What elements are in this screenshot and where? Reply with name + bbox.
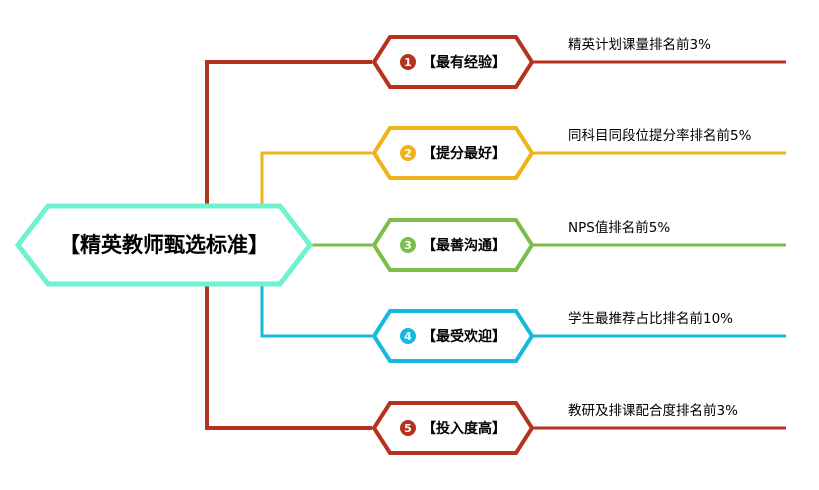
number-badge (400, 420, 416, 436)
branch-5: 5 【投入度高】 教研及排课配合度排名前3% (371, 401, 786, 455)
root-label: 【精英教师甄选标准】 (59, 233, 269, 257)
branch-description: NPS值排名前5% (568, 219, 670, 236)
branch-label: 【最善沟通】 (422, 237, 506, 254)
number-badge-text: 2 (404, 147, 412, 160)
branch-description: 同科目同段位提分率排名前5% (568, 127, 752, 144)
branch-label: 【提分最好】 (422, 145, 506, 162)
number-badge-text: 3 (404, 239, 412, 252)
number-badge-text: 4 (404, 330, 412, 343)
number-badge (400, 328, 416, 344)
branch-4: 4 【最受欢迎】 学生最推荐占比排名前10% (371, 309, 786, 363)
branch-description: 学生最推荐占比排名前10% (568, 310, 733, 327)
branch-label: 【投入度高】 (422, 420, 506, 437)
branch-description: 教研及排课配合度排名前3% (568, 402, 738, 419)
branch-hexagon (371, 218, 535, 272)
branch-hexagon (371, 35, 535, 89)
number-badge-text: 1 (404, 56, 412, 69)
branch-description: 精英计划课量排名前3% (568, 36, 711, 53)
number-badge-text: 5 (404, 422, 412, 435)
branch-label: 【最有经验】 (422, 54, 506, 71)
connector-1 (205, 60, 372, 243)
branch-1: 1 【最有经验】 精英计划课量排名前3% (371, 35, 786, 89)
branch-2: 2 【提分最好】 同科目同段位提分率排名前5% (371, 126, 786, 180)
root-node: 【精英教师甄选标准】 (14, 203, 314, 287)
branch-hexagon (371, 126, 535, 180)
number-badge (400, 54, 416, 70)
number-badge (400, 145, 416, 161)
branch-3: 3 【最善沟通】 NPS值排名前5% (371, 218, 786, 272)
branch-hexagon (371, 401, 535, 455)
connector-5 (205, 243, 372, 430)
branch-hexagon (371, 309, 535, 363)
number-badge (400, 237, 416, 253)
branch-label: 【最受欢迎】 (422, 328, 506, 345)
root-hexagon (14, 203, 314, 287)
